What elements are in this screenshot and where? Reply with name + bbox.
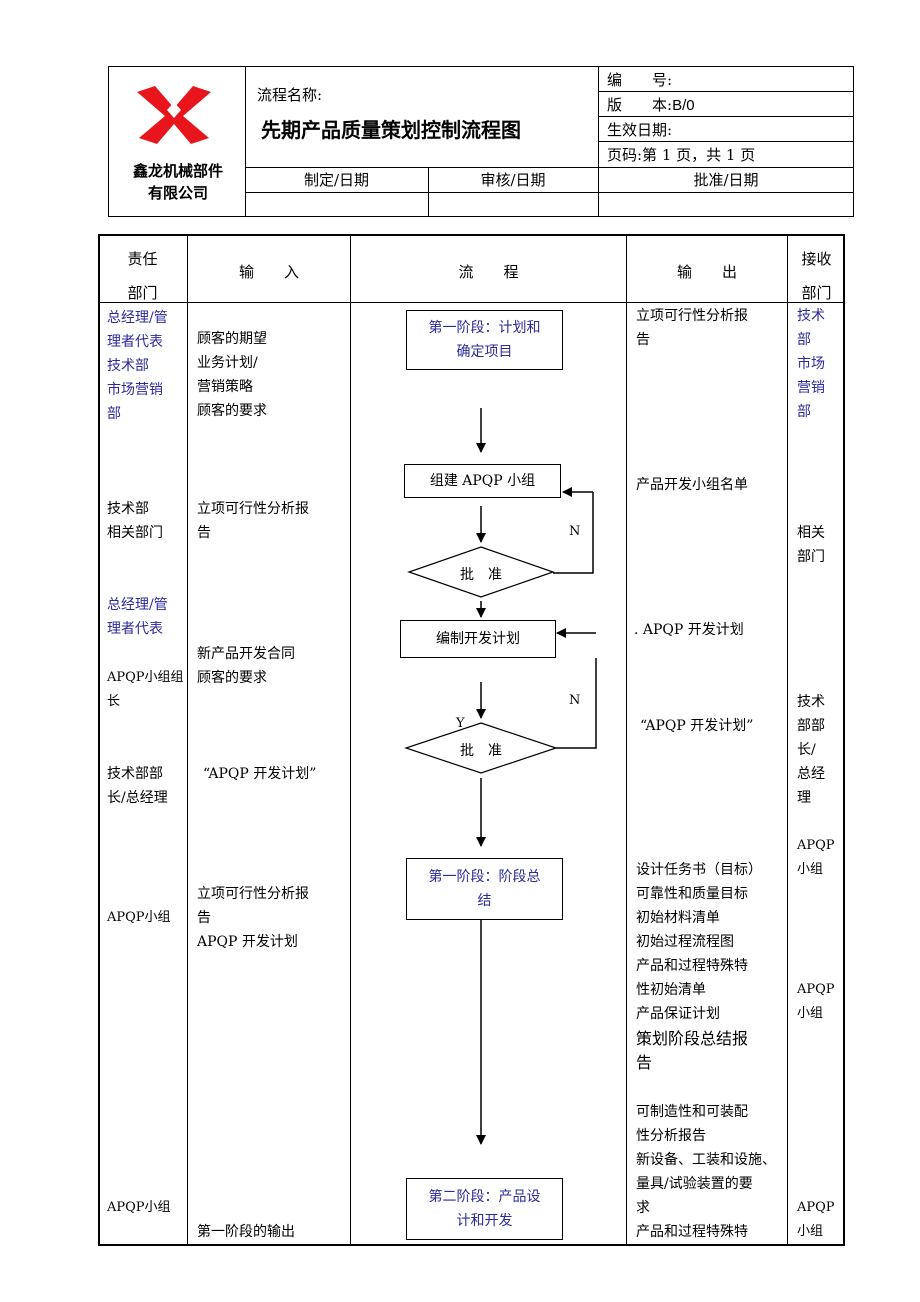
yes-label: Y — [456, 716, 465, 731]
col-header-responsible: 责任部门 — [127, 250, 158, 302]
col-header-receiving: 接收部门 — [801, 250, 832, 302]
receiving-3: 技术部部长/总经理 — [797, 694, 825, 806]
responsible-6: APQP小组 — [107, 910, 171, 925]
input-3: 新产品开发合同顾客的要求 — [197, 646, 295, 686]
output-1: 立项可行性分析报告 — [636, 308, 748, 348]
responsible-3: 总经理/管理者代表 — [107, 597, 168, 637]
col-header-input: 输 入 — [238, 263, 299, 281]
version-label: 版 本:B/0 — [607, 96, 695, 114]
effective-date-label: 生效日期: — [607, 121, 673, 139]
col-header-output: 输 出 — [676, 263, 737, 281]
no-label-2: N — [569, 693, 581, 708]
responsible-2: 技术部相关部门 — [107, 501, 163, 541]
output-5b: 策划阶段总结报告 — [636, 1029, 749, 1072]
number-label: 编 号: — [607, 71, 673, 89]
approved-label: 批准/日期 — [693, 171, 759, 189]
stage1-summary-box: 第一阶段：阶段总结 — [406, 858, 563, 920]
company-logo — [137, 86, 211, 144]
no-label-1: N — [569, 524, 581, 539]
output-2: 产品开发小组名单 — [636, 477, 748, 493]
responsible-4: APQP小组组长 — [107, 670, 184, 709]
output-4: “APQP 开发计划” — [640, 718, 754, 734]
form-team-box: 组建 APQP 小组 — [404, 464, 561, 498]
page-number-label: 页码:第 1 页，共 1 页 — [607, 146, 756, 164]
company-name: 鑫龙机械部件 有限公司 — [132, 162, 223, 202]
receiving-1: 技术部市场营销部 — [797, 308, 825, 420]
stage2-box: 第二阶段：产品设计和开发 — [406, 1178, 563, 1240]
output-5: 设计任务书（目标）可靠性和质量目标初始材料清单初始过程流程图产品和过程特殊特性初… — [636, 862, 762, 1022]
input-6: 第一阶段的输出 — [197, 1224, 295, 1240]
input-4: “APQP 开发计划” — [203, 766, 317, 782]
output-6: 可制造性和可装配性分析报告新设备、工装和设施、量具/试验装置的要求产品和过程特殊… — [636, 1104, 776, 1240]
output-3: . APQP 开发计划 — [634, 622, 744, 638]
stage1-plan-box: 第一阶段：计划和确定项目 — [406, 310, 563, 370]
approve-decision-2: 批 准 — [460, 743, 502, 759]
responsible-5: 技术部部长/总经理 — [107, 766, 168, 806]
input-1: 顾客的期望业务计划/营销策略顾客的要求 — [197, 331, 267, 419]
receiving-2: 相关部门 — [797, 525, 825, 565]
prepared-label: 制定/日期 — [303, 171, 370, 189]
flow-table — [98, 234, 845, 1246]
col-header-flow: 流 程 — [458, 263, 519, 281]
reviewed-label: 审核/日期 — [480, 171, 546, 189]
responsible-7: APQP小组 — [107, 1200, 171, 1215]
process-name-label: 流程名称: — [257, 86, 323, 104]
document-title: 先期产品质量策划控制流程图 — [261, 118, 521, 142]
input-2: 立项可行性分析报告 — [197, 501, 309, 541]
make-plan-box: 编制开发计划 — [400, 620, 556, 658]
approve-decision-1: 批 准 — [460, 567, 502, 583]
responsible-1: 总经理/管理者代表技术部市场营销部 — [107, 310, 168, 422]
